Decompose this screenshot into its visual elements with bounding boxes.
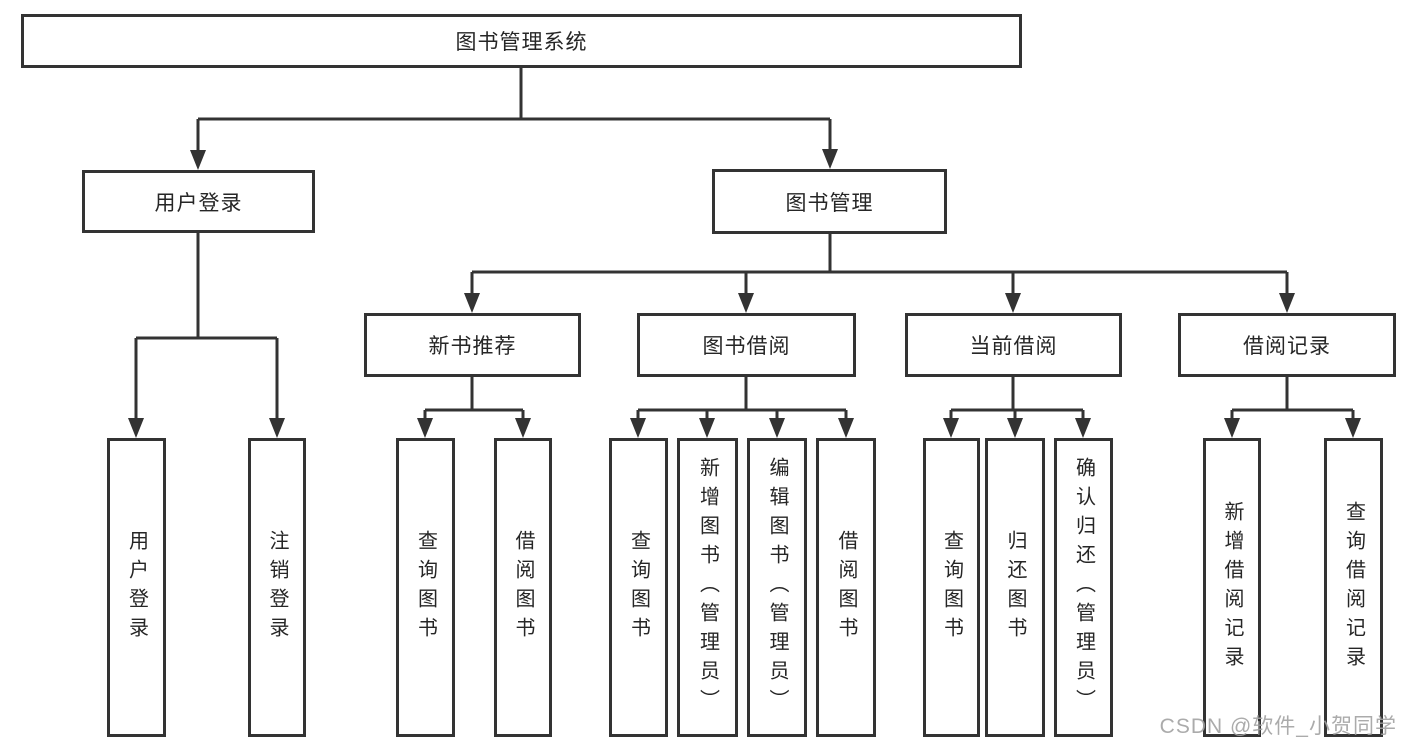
node-book-management: 图书管理 <box>712 169 947 234</box>
node-label: 编辑图书（管理员） <box>766 457 788 718</box>
node-leaf-query-books-current: 查询图书 <box>923 438 980 737</box>
node-label: 图书管理系统 <box>455 31 588 54</box>
node-book-borrowing: 图书借阅 <box>637 313 856 377</box>
node-label: 图书借阅 <box>702 335 791 358</box>
node-library-management-system: 图书管理系统 <box>21 14 1022 68</box>
node-current-borrowing: 当前借阅 <box>905 313 1122 377</box>
node-label: 用户登录 <box>125 529 148 646</box>
node-label: 借阅图书 <box>512 529 534 646</box>
node-label: 注销登录 <box>266 529 288 646</box>
node-label: 查询图书 <box>414 529 437 646</box>
node-leaf-confirm-return-admin: 确认归还（管理员） <box>1054 438 1113 737</box>
node-leaf-query-books-recommend: 查询图书 <box>396 438 455 737</box>
node-label: 用户登录 <box>154 191 243 215</box>
node-leaf-query-books-borrowing: 查询图书 <box>609 438 668 737</box>
node-leaf-user-login: 用户登录 <box>107 438 166 737</box>
node-new-book-recommend: 新书推荐 <box>364 313 581 377</box>
node-label: 查询图书 <box>940 529 963 646</box>
node-leaf-query-borrow-record: 查询借阅记录 <box>1324 438 1383 737</box>
node-label: 借阅记录 <box>1243 335 1331 358</box>
node-label: 图书管理 <box>785 191 874 215</box>
node-leaf-borrow-books: 借阅图书 <box>816 438 876 737</box>
node-label: 当前借阅 <box>969 335 1058 358</box>
node-leaf-add-book-admin: 新增图书（管理员） <box>677 438 738 737</box>
node-label: 新增借阅记录 <box>1221 500 1243 675</box>
node-label: 新增图书（管理员） <box>696 457 719 718</box>
node-user-login: 用户登录 <box>82 170 315 233</box>
node-label: 归还图书 <box>1004 529 1026 646</box>
node-leaf-borrow-books-recommend: 借阅图书 <box>494 438 552 737</box>
node-label: 新书推荐 <box>428 335 517 358</box>
node-borrowing-records: 借阅记录 <box>1178 313 1396 377</box>
node-label: 借阅图书 <box>835 529 857 646</box>
node-leaf-add-borrow-record: 新增借阅记录 <box>1203 438 1261 737</box>
node-label: 确认归还（管理员） <box>1072 457 1095 718</box>
node-leaf-return-books: 归还图书 <box>985 438 1045 737</box>
node-label: 查询借阅记录 <box>1342 500 1365 675</box>
node-label: 查询图书 <box>627 529 650 646</box>
node-leaf-logout: 注销登录 <box>248 438 306 737</box>
csdn-watermark: CSDN @软件_小贺同学 <box>1159 715 1397 738</box>
node-leaf-edit-book-admin: 编辑图书（管理员） <box>747 438 807 737</box>
